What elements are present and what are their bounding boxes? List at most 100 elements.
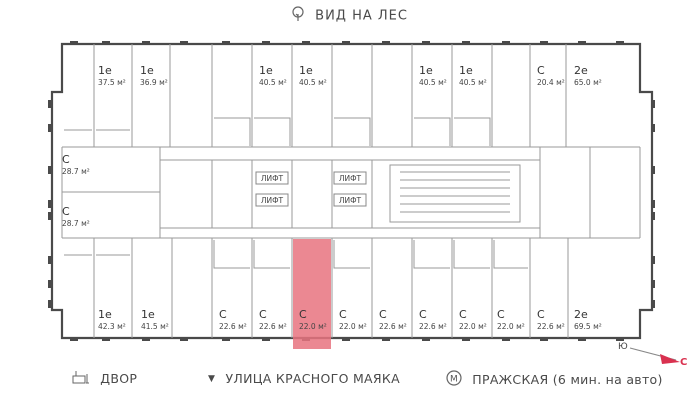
- apartment-type: 2е: [574, 308, 588, 321]
- metro-legend: М ПРАЖСКАЯ (6 мин. на авто): [446, 370, 663, 389]
- apartment-type: С: [62, 205, 70, 218]
- facade-window: [382, 337, 390, 341]
- apartment-bottom-7[interactable]: С22.6 м²: [419, 308, 447, 331]
- apartment-area: 40.5 м²: [459, 78, 487, 87]
- apartment-area: 37.5 м²: [98, 78, 126, 87]
- apartment-type: С: [537, 64, 545, 77]
- facade-window: [651, 200, 655, 208]
- facade-window: [382, 41, 390, 45]
- facade-window: [540, 41, 548, 45]
- apartment-type: С: [459, 308, 467, 321]
- apartment-area: 22.0 м²: [339, 322, 367, 331]
- apartment-bottom-9[interactable]: С22.0 м²: [497, 308, 525, 331]
- lift-label: ЛИФТ: [339, 174, 362, 183]
- facade-window: [262, 337, 270, 341]
- apartment-side-1[interactable]: С28.7 м²: [62, 205, 90, 228]
- apartment-type: 1е: [419, 64, 433, 77]
- facade-window: [48, 100, 52, 108]
- facade-window: [48, 212, 52, 220]
- yard-icon: [72, 370, 90, 387]
- lift-label: ЛИФТ: [261, 174, 284, 183]
- facade-window: [502, 337, 510, 341]
- facade-window: [262, 41, 270, 45]
- apartment-type: 1е: [98, 308, 112, 321]
- street-legend: ▼ УЛИЦА КРАСНОГО МАЯКА: [208, 370, 400, 386]
- apartment-area: 28.7 м²: [62, 167, 90, 176]
- lift-2: [255, 193, 289, 207]
- interior-walls: [61, 44, 641, 338]
- facade-window: [342, 337, 350, 341]
- yard-label: ДВОР: [100, 371, 138, 386]
- view-header: ВИД НА ЛЕС: [0, 6, 700, 26]
- facade-window: [651, 280, 655, 288]
- apartment-area: 65.0 м²: [574, 78, 602, 87]
- apartment-type: 1е: [140, 64, 154, 77]
- facade-window: [180, 337, 188, 341]
- apartment-type: С: [219, 308, 227, 321]
- apartment-bottom-3[interactable]: С22.6 м²: [259, 308, 287, 331]
- apartment-area: 22.6 м²: [379, 322, 407, 331]
- facade-window: [102, 337, 110, 341]
- apartment-type: С: [379, 308, 387, 321]
- facade-window: [651, 124, 655, 132]
- apartment-side-0[interactable]: С28.7 м²: [62, 153, 90, 176]
- facade-window: [422, 337, 430, 341]
- selected-apartment-highlight[interactable]: [293, 239, 331, 349]
- facade-window: [48, 200, 52, 208]
- facade-window: [462, 337, 470, 341]
- apartment-area: 36.9 м²: [140, 78, 168, 87]
- lift-4: [333, 193, 367, 207]
- apartment-bottom-2[interactable]: С22.6 м²: [219, 308, 247, 331]
- apartment-area: 22.0 м²: [459, 322, 487, 331]
- triangle-down-icon: ▼: [208, 373, 216, 384]
- apartment-area: 40.5 м²: [419, 78, 447, 87]
- facade-window: [651, 212, 655, 220]
- facade-window: [48, 166, 52, 174]
- apartment-area: 28.7 м²: [62, 219, 90, 228]
- apartment-type: 1е: [259, 64, 273, 77]
- facade-window: [578, 337, 586, 341]
- facade-window: [651, 256, 655, 264]
- apartment-bottom-5[interactable]: С22.0 м²: [339, 308, 367, 331]
- metro-icon: М: [446, 370, 462, 389]
- apartment-type: 1е: [299, 64, 313, 77]
- facade-window: [48, 256, 52, 264]
- apartment-area: 22.6 м²: [419, 322, 447, 331]
- lift-label: ЛИФТ: [339, 196, 362, 205]
- apartment-type: С: [62, 153, 70, 166]
- facade-window: [502, 41, 510, 45]
- lift-label: ЛИФТ: [261, 196, 284, 205]
- apartment-area: 22.0 м²: [299, 322, 327, 331]
- view-title: ВИД НА ЛЕС: [315, 8, 408, 24]
- apartment-area: 22.6 м²: [537, 322, 565, 331]
- apartment-bottom-10[interactable]: С22.6 м²: [537, 308, 565, 331]
- apartment-type: С: [339, 308, 347, 321]
- apartment-area: 22.6 м²: [259, 322, 287, 331]
- facade-window: [578, 41, 586, 45]
- apartment-bottom-6[interactable]: С22.6 м²: [379, 308, 407, 331]
- building-outline: [50, 42, 654, 340]
- facade-window: [540, 337, 548, 341]
- lift-1: [255, 171, 289, 185]
- apartment-bottom-4[interactable]: С22.0 м²: [299, 308, 327, 331]
- apartment-type: 1е: [98, 64, 112, 77]
- facade-window: [142, 337, 150, 341]
- apartment-top-6[interactable]: С20.4 м²: [537, 64, 565, 87]
- metro-label: ПРАЖСКАЯ (6 мин. на авто): [472, 372, 663, 387]
- street-label: УЛИЦА КРАСНОГО МАЯКА: [225, 371, 400, 386]
- apartment-area: 41.5 м²: [141, 322, 169, 331]
- apartment-bottom-8[interactable]: С22.0 м²: [459, 308, 487, 331]
- apartment-area: 20.4 м²: [537, 78, 565, 87]
